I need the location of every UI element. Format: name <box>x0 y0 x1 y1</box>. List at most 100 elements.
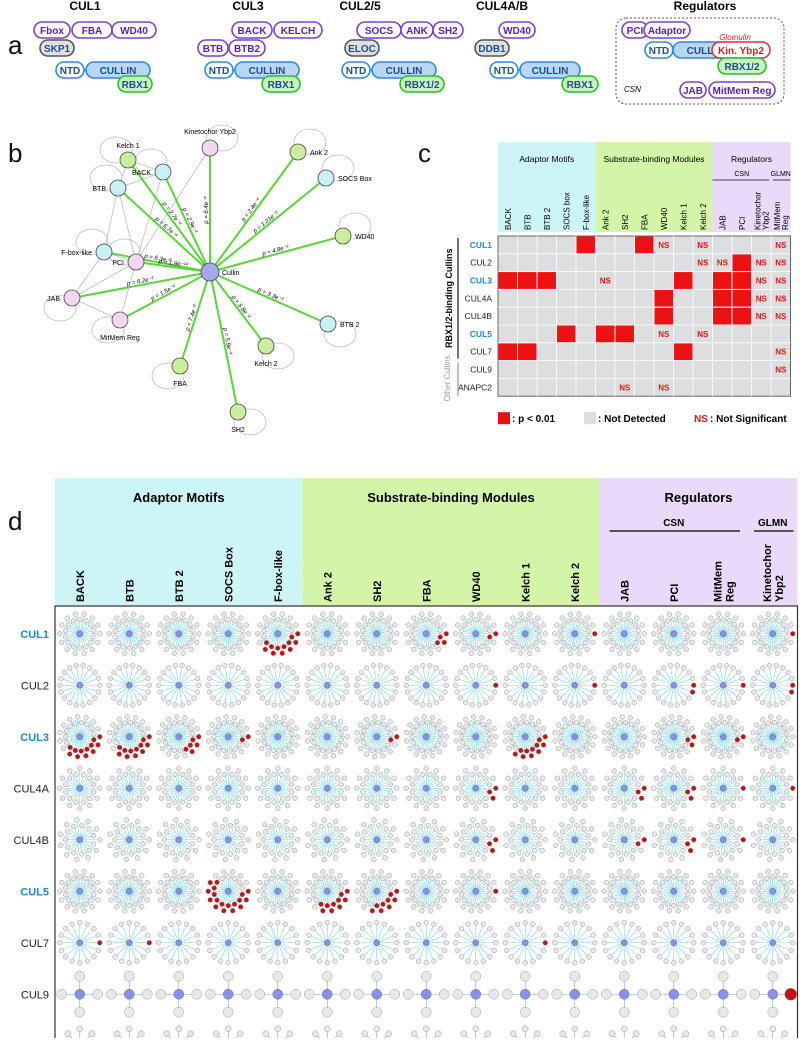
domain-node <box>212 740 218 746</box>
domain-node <box>242 775 249 781</box>
domain-node <box>626 869 632 875</box>
domain-node <box>364 768 370 774</box>
domain-node <box>211 634 217 640</box>
domain-node <box>710 802 716 809</box>
domain-node <box>277 822 283 829</box>
domain-node <box>716 869 722 875</box>
significant-cell <box>518 272 537 289</box>
cullin-hub <box>274 733 281 740</box>
domain-node <box>503 729 509 736</box>
domain-node <box>158 879 164 886</box>
domain-node <box>361 873 367 879</box>
domain-node <box>324 805 330 811</box>
network-edge <box>524 685 530 705</box>
domain-node <box>659 879 666 885</box>
network-edge <box>723 624 742 635</box>
mini-network <box>156 611 202 656</box>
domain-node <box>582 795 588 802</box>
domain-node <box>671 903 677 909</box>
domain-node <box>732 742 738 748</box>
domain-node <box>66 775 73 781</box>
network-edge <box>168 736 180 755</box>
pill-ddb1-label: DDB1 <box>478 44 506 55</box>
cullin-hub <box>225 733 232 740</box>
domain-node <box>763 618 770 624</box>
domain-node <box>338 749 344 755</box>
network-edge <box>178 788 190 806</box>
network-edge <box>313 839 328 856</box>
domain-node <box>760 802 766 809</box>
domain-node <box>481 855 487 861</box>
network-edge <box>756 736 773 749</box>
domain-node <box>93 847 100 854</box>
domain-node <box>631 848 637 854</box>
domain-node <box>144 639 150 646</box>
domain-node <box>722 822 728 829</box>
domain-node <box>657 789 663 795</box>
domain-node <box>409 891 415 898</box>
domain-node <box>592 785 598 791</box>
side-label: RBX1/2-binding Cullins <box>444 249 454 349</box>
ns-cell: NS <box>756 259 768 268</box>
domain-node <box>140 885 146 891</box>
domain-node <box>115 897 121 903</box>
domain-node <box>338 833 344 839</box>
domain-node <box>238 646 244 652</box>
domain-node <box>756 740 763 746</box>
domain-node <box>724 799 730 805</box>
domain-node <box>437 891 443 898</box>
domain-node <box>176 645 182 651</box>
domain-node <box>310 837 316 843</box>
domain-node <box>653 622 659 628</box>
network-edge <box>165 839 179 856</box>
domain-node <box>631 775 638 781</box>
domain-node <box>689 622 695 628</box>
network-edge <box>471 891 477 911</box>
network-edge <box>376 684 396 693</box>
network-edge <box>277 665 282 686</box>
enriched-node <box>320 908 326 914</box>
edge-p-value: p = 4.8e⁻² <box>261 244 291 257</box>
network-edge <box>326 839 336 859</box>
network-edge <box>273 871 279 892</box>
cullin-hub <box>225 682 232 689</box>
domain-node <box>369 747 375 754</box>
enriched-node <box>268 644 275 650</box>
enriched-node <box>146 734 152 740</box>
domain-node <box>113 822 119 828</box>
domain-node <box>321 856 328 863</box>
domain-node <box>89 646 95 652</box>
network-edge <box>327 875 340 892</box>
network-edge <box>217 719 229 737</box>
domain-node <box>358 695 365 701</box>
network-edge <box>574 717 582 737</box>
network-edge <box>163 685 179 699</box>
domain-node <box>658 646 664 652</box>
network-edge <box>322 614 328 634</box>
domain-node <box>532 665 538 671</box>
domain-node <box>540 726 547 732</box>
domain-node <box>716 747 722 754</box>
network-edge <box>475 839 485 859</box>
network-edge <box>753 839 773 846</box>
domain-node <box>586 781 592 788</box>
domain-node <box>206 675 213 682</box>
network-edge <box>723 617 736 634</box>
network-edge <box>426 721 440 737</box>
domain-node <box>356 775 363 781</box>
mini-network <box>552 869 598 914</box>
domain-node <box>767 817 773 823</box>
enriched-node <box>140 737 146 743</box>
network-edge <box>62 787 80 799</box>
domain-node <box>479 901 485 907</box>
network-edge <box>267 667 279 686</box>
domain-node <box>293 689 300 695</box>
domain-node <box>320 720 326 726</box>
domain-node <box>80 799 87 805</box>
network-edge <box>227 685 239 703</box>
domain-node <box>706 734 712 740</box>
domain-node <box>312 873 318 879</box>
domain-node <box>437 841 443 847</box>
domain-node <box>433 802 439 809</box>
domain-node <box>338 885 344 891</box>
